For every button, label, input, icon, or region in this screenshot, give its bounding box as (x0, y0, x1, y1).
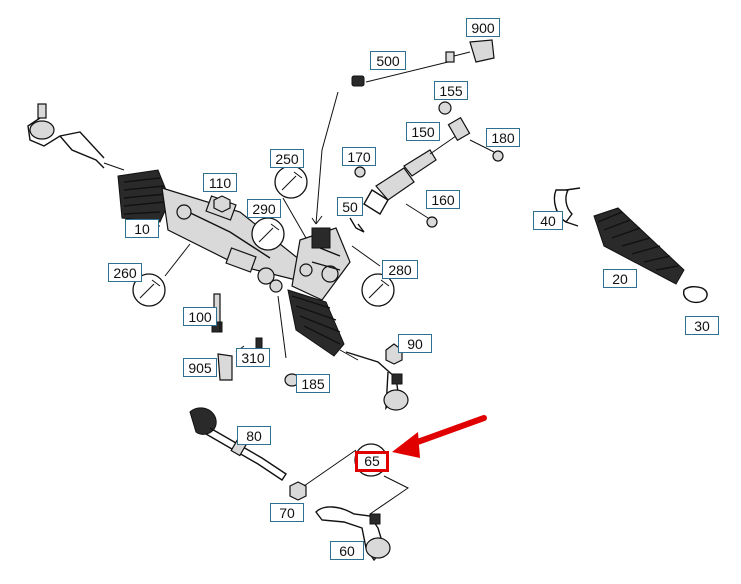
nut-70-icon (289, 481, 307, 501)
callout-40[interactable]: 40 (533, 211, 563, 230)
nut-110-icon (213, 195, 231, 213)
callout-70[interactable]: 70 (270, 503, 304, 522)
clip-icon (349, 217, 365, 233)
nut-icon (354, 166, 366, 178)
highlight-arrow-icon (392, 415, 487, 458)
pressure-pipe-icon (311, 61, 449, 225)
callout-150[interactable]: 150 (406, 122, 440, 141)
bracket-icon (445, 39, 495, 63)
steering-boot-icon (593, 207, 685, 285)
callout-250[interactable]: 250 (270, 149, 304, 168)
callout-60[interactable]: 60 (330, 541, 364, 560)
callout-260[interactable]: 260 (108, 263, 142, 282)
callout-50[interactable]: 50 (337, 197, 363, 216)
boot-clamp-icon (553, 187, 581, 227)
callout-100[interactable]: 100 (183, 307, 217, 326)
intermediate-shaft-icon (363, 116, 471, 215)
callout-155[interactable]: 155 (434, 81, 468, 100)
callout-180[interactable]: 180 (486, 128, 520, 147)
bolt-180-icon (469, 139, 504, 162)
washer-icon (438, 101, 452, 115)
callout-160[interactable]: 160 (426, 190, 460, 209)
wrench-icon-280 (361, 273, 395, 307)
callout-80[interactable]: 80 (237, 426, 271, 445)
outer-tie-rod-end-icon (315, 506, 391, 562)
callout-900[interactable]: 900 (466, 18, 500, 37)
callout-65-highlighted[interactable]: 65 (355, 451, 389, 472)
wrench-icon-290 (251, 217, 285, 251)
callout-170[interactable]: 170 (342, 147, 376, 166)
callout-905[interactable]: 905 (183, 358, 217, 377)
callout-290[interactable]: 290 (247, 199, 281, 218)
wrench-icon-260 (132, 273, 166, 307)
wrench-icon-250 (274, 165, 308, 199)
rack-boot-icon (287, 289, 359, 361)
callout-10[interactable]: 10 (125, 219, 159, 238)
callout-90[interactable]: 90 (398, 334, 432, 353)
clamp-icon (217, 353, 233, 381)
right-tie-rod-end-icon (345, 351, 409, 411)
left-tie-rod-end-icon (27, 103, 125, 171)
callout-310[interactable]: 310 (236, 348, 270, 367)
bolt-160-icon (405, 203, 438, 228)
rack-housing-icon (117, 169, 301, 293)
callout-185[interactable]: 185 (296, 374, 330, 393)
callout-280[interactable]: 280 (382, 260, 418, 279)
callout-20[interactable]: 20 (603, 269, 637, 288)
callout-30[interactable]: 30 (685, 316, 719, 335)
steering-valve-icon (291, 227, 351, 301)
boot-clip-icon (683, 285, 708, 304)
callout-500[interactable]: 500 (370, 51, 406, 70)
callout-110[interactable]: 110 (203, 173, 237, 192)
